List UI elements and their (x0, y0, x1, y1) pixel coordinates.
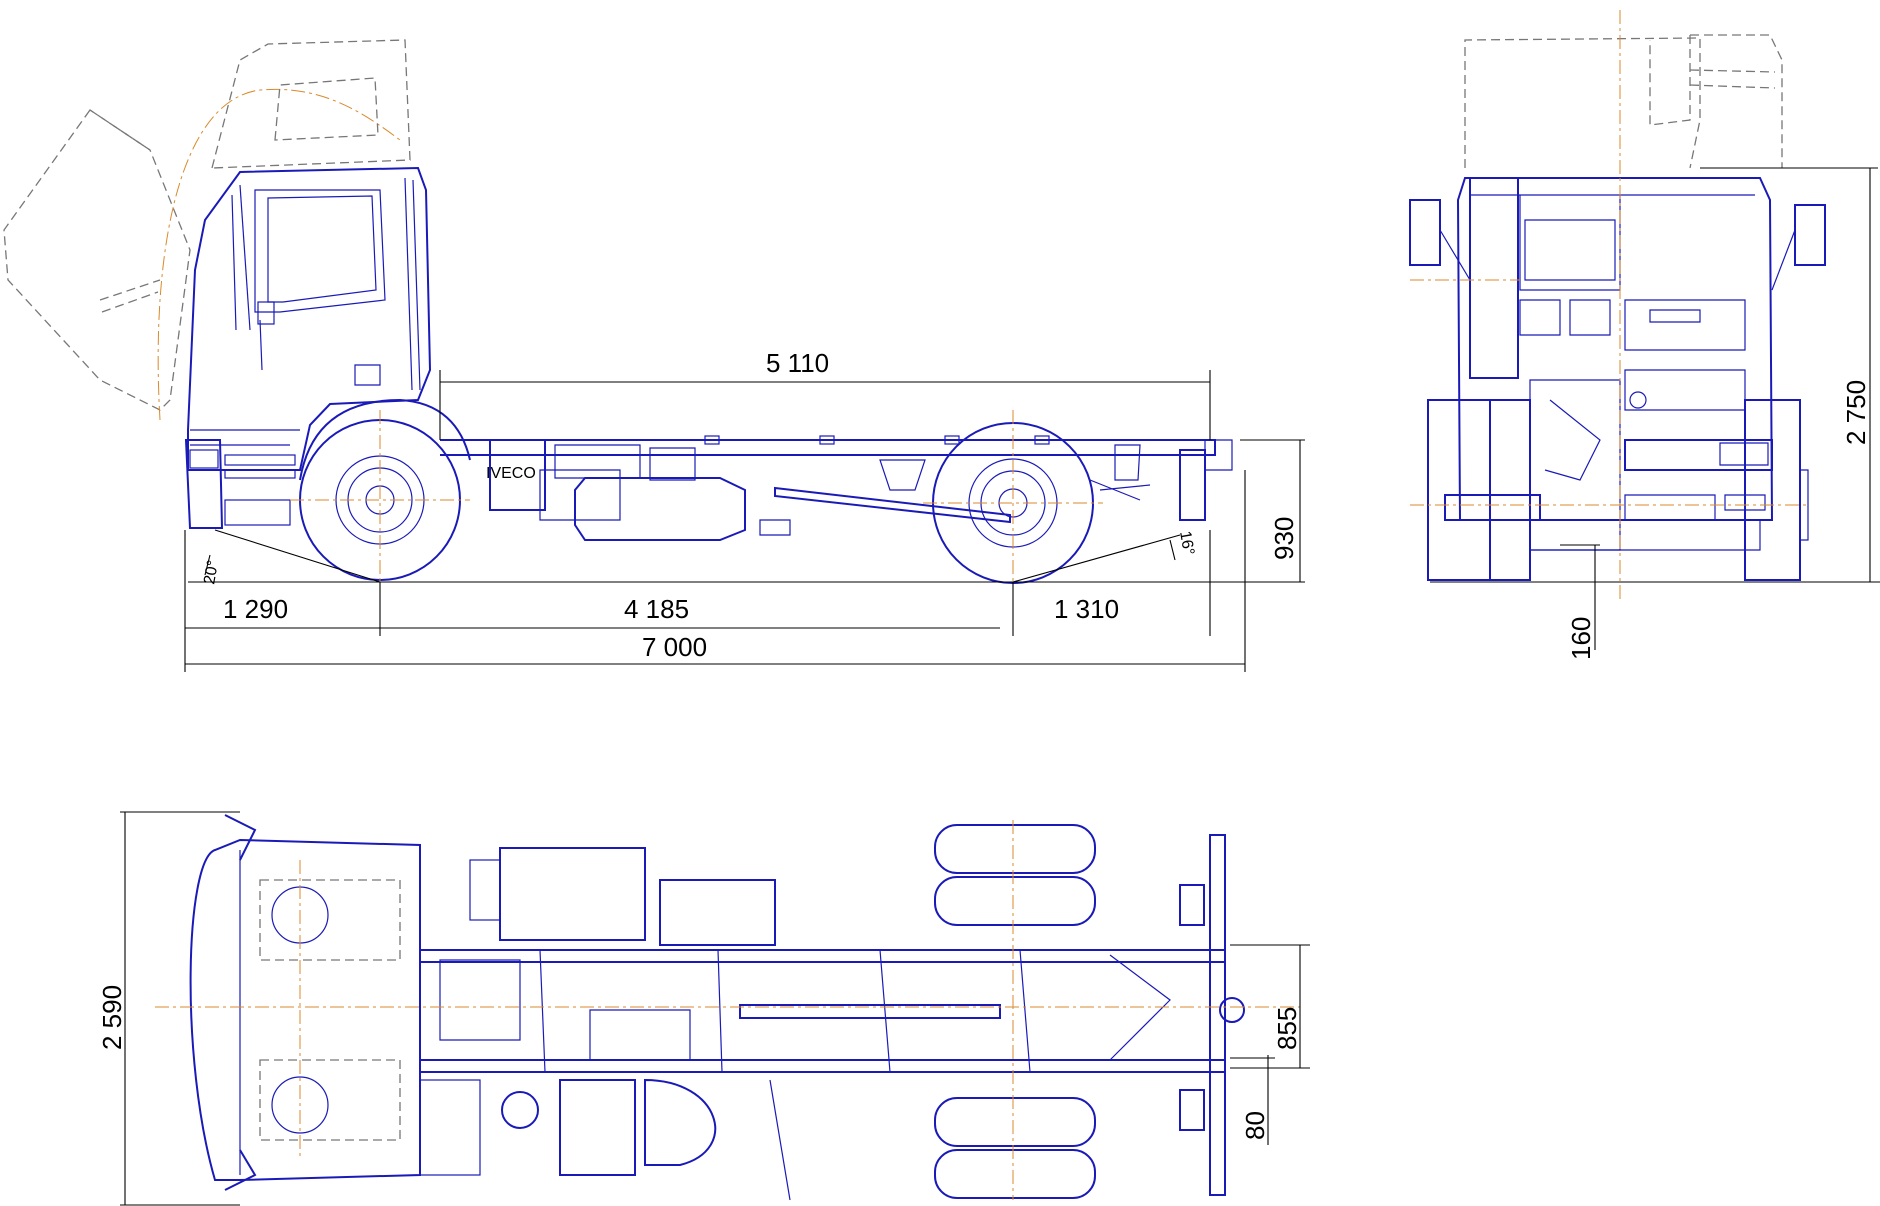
front-axle-area (1427, 379, 1809, 581)
roof-spoiler-ghost-front (1464, 34, 1783, 169)
grille-badge: IVECO (486, 465, 536, 482)
rear-wheels-top (934, 824, 1096, 1199)
dim-wheelbase: 4 185 (624, 594, 689, 624)
dim-ground-clearance: 160 (1566, 617, 1596, 660)
dim-departure-angle: 16° (1176, 530, 1197, 557)
top-view: 2 590 855 80 (97, 811, 1310, 1206)
side-dimensions (184, 370, 1305, 672)
dim-rear-overhang: 1 310 (1054, 594, 1119, 624)
dim-frame-height: 930 (1269, 517, 1299, 560)
side-view: IVECO 5 110 1 290 4 185 (3, 39, 1305, 672)
front-bumper (184, 439, 296, 529)
dim-frame-offset: 80 (1240, 1111, 1270, 1140)
cab-front (1409, 177, 1826, 521)
frame-rails-top (419, 834, 1226, 1196)
frame-rail (440, 435, 1233, 541)
dim-frame-length: 5 110 (766, 348, 829, 378)
front-view: 2 750 160 (1409, 10, 1880, 660)
front-axle-top (419, 859, 539, 1176)
cab-top (189, 814, 421, 1191)
front-wheel (299, 398, 471, 581)
dim-frame-width: 855 (1272, 1007, 1302, 1050)
cab (187, 166, 432, 471)
top-dimensions (120, 811, 1310, 1206)
dim-overall-height: 2 750 (1841, 380, 1871, 445)
dim-overall-width: 2 590 (97, 985, 127, 1050)
tilted-cab-ghost (3, 88, 401, 421)
rear-hitch (1179, 884, 1245, 1131)
dim-approach-angle: 20° (201, 559, 222, 586)
front-dimensions (1560, 167, 1878, 650)
dim-overall-length: 7 000 (642, 632, 707, 662)
dim-front-overhang: 1 290 (223, 594, 288, 624)
roof-spoiler-ghost (211, 39, 411, 169)
